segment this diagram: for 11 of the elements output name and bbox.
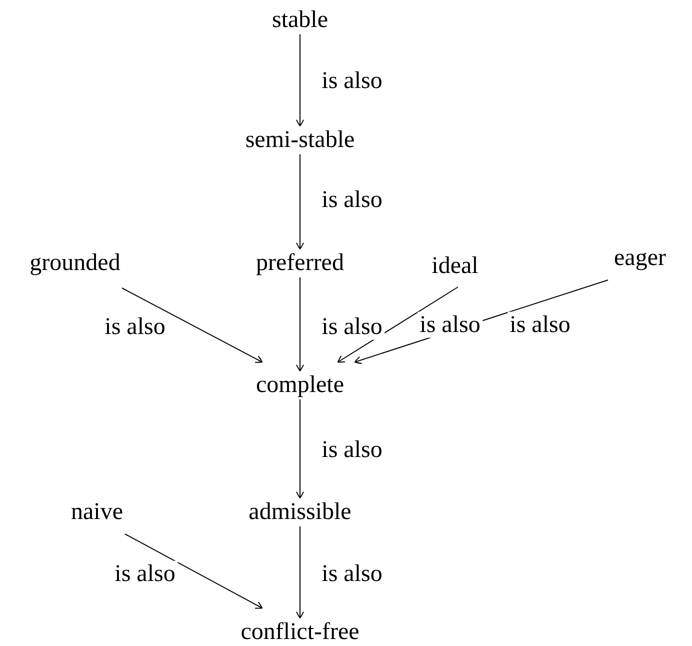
node-label: ideal bbox=[428, 252, 482, 280]
node-label: stable bbox=[269, 6, 331, 34]
node-label: semi-stable bbox=[242, 126, 358, 154]
node-label: preferred bbox=[253, 248, 347, 278]
node-label: eager bbox=[611, 244, 669, 272]
node-label: naive bbox=[68, 498, 126, 526]
node-label: grounded bbox=[26, 248, 124, 278]
node-label: conflict-free bbox=[238, 618, 362, 646]
edge-label: is also bbox=[418, 312, 482, 338]
node-label: complete bbox=[253, 370, 347, 400]
node-label: admissible bbox=[246, 498, 354, 526]
